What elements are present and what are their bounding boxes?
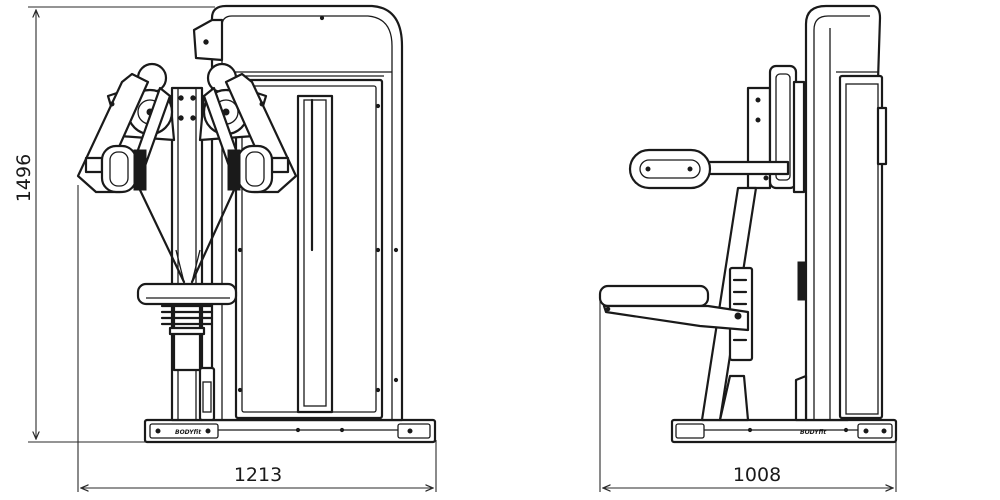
- front-seat-post: [160, 298, 214, 372]
- front-width-dimension: 1213: [77, 185, 437, 492]
- side-seat: [598, 284, 750, 332]
- side-seat-leg: [700, 186, 758, 422]
- height-dimension: 1496: [13, 6, 215, 443]
- front-right-arm: [198, 62, 298, 194]
- side-upright: [794, 4, 888, 422]
- front-top-bracket: [192, 18, 224, 62]
- front-seat: [136, 282, 238, 306]
- front-base-logo: BODYfit: [175, 429, 202, 436]
- side-depth-dimension-label: 1008: [733, 464, 781, 486]
- front-left-arm: [76, 62, 176, 194]
- front-base: BODYfit: [143, 418, 437, 444]
- side-arm-pad: [628, 148, 790, 190]
- side-depth-dimension: 1008: [599, 300, 897, 492]
- side-view-machine: BODYfit: [598, 4, 898, 444]
- side-base-logo: BODYfit: [800, 429, 827, 436]
- height-dimension-label: 1496: [13, 154, 35, 202]
- front-cables: [138, 188, 236, 284]
- front-width-dimension-label: 1213: [234, 464, 282, 486]
- side-base: BODYfit: [670, 418, 898, 444]
- front-view-machine: BODYfit: [76, 4, 437, 444]
